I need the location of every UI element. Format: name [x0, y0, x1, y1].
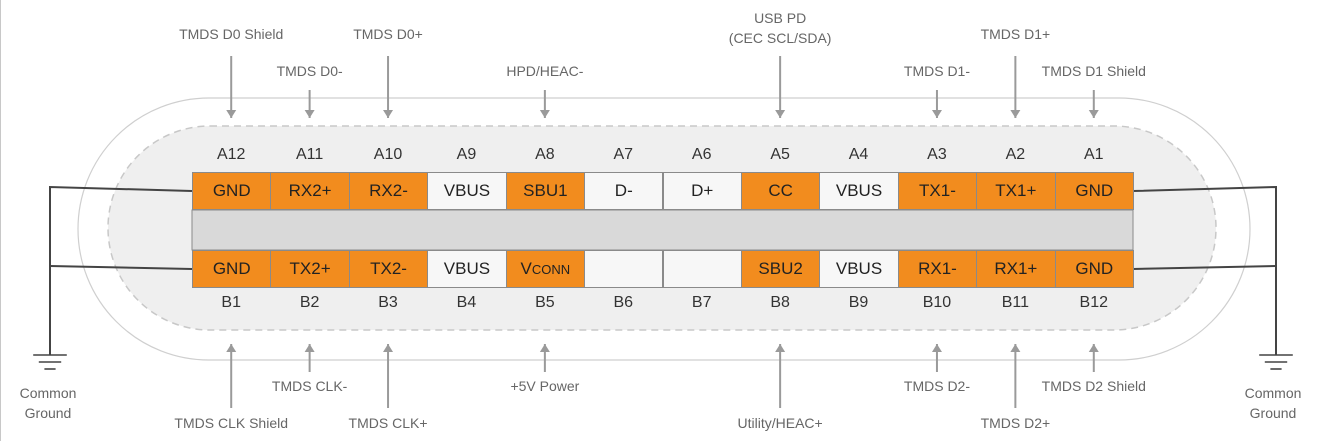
- ground-wire: [1132, 265, 1277, 270]
- pin-b12: GND: [1054, 250, 1134, 288]
- top-signal-label: TMDS D1+: [980, 26, 1051, 42]
- pin-b9: VBUS: [819, 250, 899, 288]
- pin-a3: TX1-: [897, 172, 978, 210]
- pin-number-a3: A3: [927, 146, 947, 163]
- tongue-center: [191, 209, 1134, 251]
- pin-number-b5: B5: [535, 294, 555, 311]
- bottom-signal-label: TMDS D2-: [903, 378, 971, 394]
- signal-arrow-head: [383, 110, 394, 118]
- pin-b4: VBUS: [427, 250, 507, 288]
- top-signal-label: TMDS D0+: [353, 26, 423, 42]
- pin-number-a11: A11: [295, 146, 324, 163]
- bottom-signal-label: TMDS CLK+: [348, 415, 428, 431]
- pin-number-b10: B10: [922, 294, 952, 311]
- pin-number-a5: A5: [770, 146, 790, 163]
- pin-number-b1: B1: [221, 294, 241, 311]
- signal-arrow-head: [1088, 110, 1099, 118]
- pin-number-b11: B11: [1001, 294, 1030, 311]
- pin-number-b8: B8: [770, 294, 790, 311]
- bottom-signal-label: TMDS D2+: [980, 415, 1051, 431]
- signal-arrow-head: [226, 344, 237, 352]
- bottom-signal-label: TMDS D2 Shield: [1041, 378, 1146, 394]
- pin-b2: TX2+: [270, 250, 350, 288]
- pin-a10: RX2-: [348, 172, 429, 210]
- signal-arrow-head: [539, 110, 550, 118]
- pin-b10: RX1-: [897, 250, 978, 288]
- pin-a9: VBUS: [427, 172, 507, 210]
- bottom-signal-label: Utility/HEAC+: [737, 415, 823, 431]
- pin-a12: GND: [192, 172, 272, 210]
- signal-arrow-head: [1088, 344, 1099, 352]
- ground-wire: [1132, 185, 1277, 355]
- bottom-signal-label: TMDS CLK-: [271, 378, 348, 394]
- pin-number-b7: B7: [691, 294, 712, 311]
- pin-b6: [584, 250, 664, 288]
- top-signal-label: TMDS D0 Shield: [179, 26, 284, 42]
- pin-number-a8: A8: [535, 146, 555, 163]
- top-signal-label: TMDS D1-: [903, 63, 971, 79]
- signal-arrow-head: [383, 344, 394, 352]
- ground-wire: [49, 265, 193, 270]
- signal-arrow-head: [931, 344, 942, 352]
- pin-b1: GND: [192, 250, 272, 288]
- top-signal-label: TMDS D0-: [276, 63, 343, 79]
- pin-number-a6: A6: [691, 146, 712, 163]
- pin-number-a4: A4: [848, 146, 869, 163]
- pin-b8: SBU2: [740, 250, 821, 288]
- pin-b11: RX1+: [976, 250, 1056, 288]
- signal-arrow-head: [304, 110, 315, 118]
- top-signal-label: USB PD(CEC SCL/SDA): [728, 10, 832, 46]
- pin-number-a2: A2: [1005, 146, 1026, 163]
- pin-a7: D-: [584, 172, 664, 210]
- pin-number-a10: A10: [373, 146, 403, 163]
- signal-arrow-head: [1010, 344, 1021, 352]
- ground-wire: [49, 185, 193, 355]
- signal-arrow-head: [931, 110, 942, 118]
- signal-arrow-head: [775, 110, 786, 118]
- pin-b7: [662, 250, 742, 288]
- pin-number-b6: B6: [613, 294, 634, 311]
- pin-a5: CC: [740, 172, 821, 210]
- top-signal-label: HPD/HEAC-: [506, 63, 584, 79]
- signal-arrow-head: [775, 344, 786, 352]
- pin-number-b4: B4: [456, 294, 477, 311]
- bottom-signal-label: +5V Power: [510, 378, 580, 394]
- pin-a6: D+: [662, 172, 742, 210]
- pin-b3: TX2-: [348, 250, 429, 288]
- signal-arrow-head: [1010, 110, 1021, 118]
- pin-a1: GND: [1054, 172, 1134, 210]
- pin-a2: TX1+: [976, 172, 1056, 210]
- signal-arrow-head: [539, 344, 550, 352]
- pin-number-a12: A12: [216, 146, 246, 163]
- signal-arrow-head: [226, 110, 237, 118]
- pin-number-a9: A9: [456, 146, 477, 163]
- signal-arrow-head: [304, 344, 315, 352]
- pin-number-b3: B3: [378, 294, 398, 311]
- pin-a11: RX2+: [270, 172, 350, 210]
- top-signal-label: TMDS D1 Shield: [1041, 63, 1146, 79]
- pin-a8: SBU1: [505, 172, 586, 210]
- pin-number-a1: A1: [1083, 146, 1104, 163]
- bottom-signal-label: TMDS CLK Shield: [174, 415, 288, 431]
- pin-number-a7: A7: [613, 146, 634, 163]
- pin-number-b9: B9: [848, 294, 869, 311]
- pin-number-b12: B12: [1079, 294, 1109, 311]
- pin-a4: VBUS: [819, 172, 899, 210]
- pin-number-b2: B2: [299, 294, 320, 311]
